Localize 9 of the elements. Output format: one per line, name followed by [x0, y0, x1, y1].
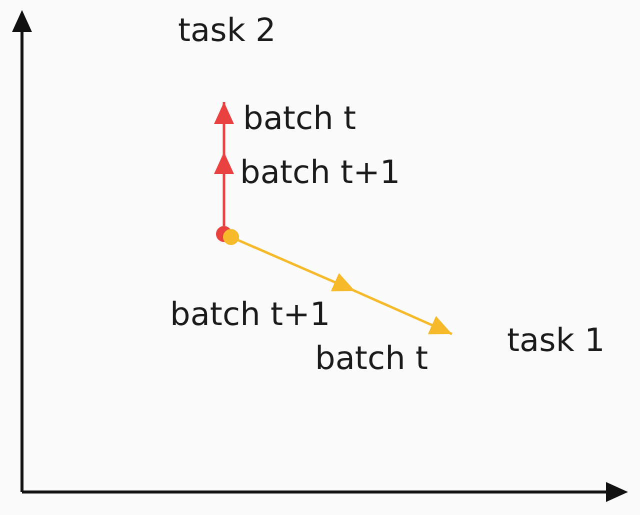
dot: [223, 229, 239, 245]
axis-label: task 1: [507, 324, 605, 356]
arrow: [214, 102, 234, 226]
arrow-label: batch t+1: [170, 298, 330, 330]
arrow-label: batch t: [315, 342, 428, 374]
arrow: [238, 239, 452, 336]
arrow-label: batch t+1: [240, 156, 400, 188]
arrow-label: batch t: [243, 102, 356, 134]
axis-label: task 2: [178, 14, 276, 46]
